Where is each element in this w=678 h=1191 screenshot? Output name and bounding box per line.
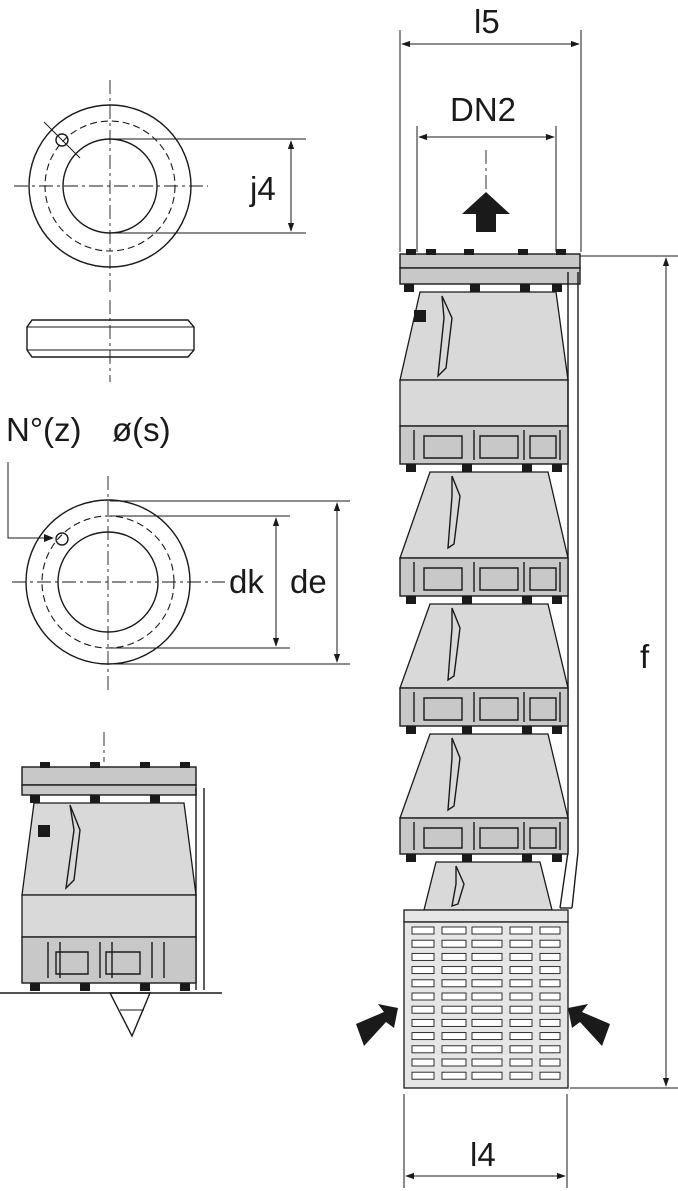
screen-slot	[471, 992, 503, 1001]
label-j4: j4	[249, 170, 276, 207]
screen-slot	[471, 1045, 503, 1054]
screen-slot	[539, 1045, 561, 1054]
screen-slot	[441, 992, 467, 1001]
label-number-of-holes: N°(z)	[6, 411, 82, 448]
screen-slot	[441, 1018, 467, 1027]
screen-slot	[509, 979, 533, 988]
screen-slot	[539, 1071, 561, 1080]
screen-slot	[411, 992, 435, 1001]
screen-slot	[441, 1005, 467, 1014]
label-l5: l5	[474, 3, 500, 40]
screen-slot	[509, 966, 533, 975]
screen-slot	[539, 1018, 561, 1027]
label-f: f	[640, 638, 650, 675]
screen-slot	[509, 939, 533, 948]
screen-slot	[539, 939, 561, 948]
screen-slot	[441, 966, 467, 975]
screen-slot	[411, 1005, 435, 1014]
screen-slot	[441, 1032, 467, 1041]
screen-slot	[441, 1045, 467, 1054]
screen-slot	[509, 1032, 533, 1041]
screen-slot	[441, 939, 467, 948]
screen-slot	[471, 1018, 503, 1027]
screen-slot	[411, 1018, 435, 1027]
screen-slot	[509, 1018, 533, 1027]
screen-slot	[539, 1005, 561, 1014]
screen-slot	[411, 1058, 435, 1067]
screen-slot	[509, 1045, 533, 1054]
screen-slot	[441, 979, 467, 988]
screen-slot	[411, 1071, 435, 1080]
screen-slot	[509, 952, 533, 961]
label-dk: dk	[229, 563, 264, 600]
screen-slot	[539, 926, 561, 935]
screen-slot	[411, 1045, 435, 1054]
pump-assembly	[356, 30, 678, 1188]
screen-slot	[411, 952, 435, 961]
screen-slot	[539, 992, 561, 1001]
screen-slot	[539, 979, 561, 988]
pump-stage-detail	[0, 732, 222, 1038]
screen-slot	[471, 926, 503, 935]
screen-slot	[509, 1005, 533, 1014]
screen-slot	[441, 952, 467, 961]
screen-slot	[441, 926, 467, 935]
screen-slot	[539, 1058, 561, 1067]
screen-slot	[411, 926, 435, 935]
label-de: de	[290, 563, 327, 600]
screen-slot	[471, 1005, 503, 1014]
screen-slot	[539, 1032, 561, 1041]
screen-slot	[411, 979, 435, 988]
screen-slot	[471, 1071, 503, 1080]
flange-ring-dimension-view	[7, 462, 350, 690]
screen-slot	[471, 979, 503, 988]
flange-ring-top-view	[14, 80, 306, 292]
screen-slot	[509, 992, 533, 1001]
screen-slot	[509, 926, 533, 935]
screen-slot	[441, 1071, 467, 1080]
screen-slot	[411, 939, 435, 948]
label-l4: l4	[470, 1136, 496, 1173]
screen-slot	[471, 966, 503, 975]
screen-slot	[411, 1032, 435, 1041]
screen-slot	[539, 966, 561, 975]
screen-slot	[411, 966, 435, 975]
label-hole-diameter: ø(s)	[112, 411, 171, 448]
screen-slot	[471, 1058, 503, 1067]
screen-slot	[509, 1058, 533, 1067]
screen-slot	[509, 1071, 533, 1080]
screen-slot	[471, 939, 503, 948]
screen-slot	[471, 952, 503, 961]
screen-slot	[539, 952, 561, 961]
label-dn2: DN2	[450, 91, 516, 128]
gasket-side-view	[26, 300, 195, 382]
screen-slot	[471, 1032, 503, 1041]
screen-slot	[441, 1058, 467, 1067]
